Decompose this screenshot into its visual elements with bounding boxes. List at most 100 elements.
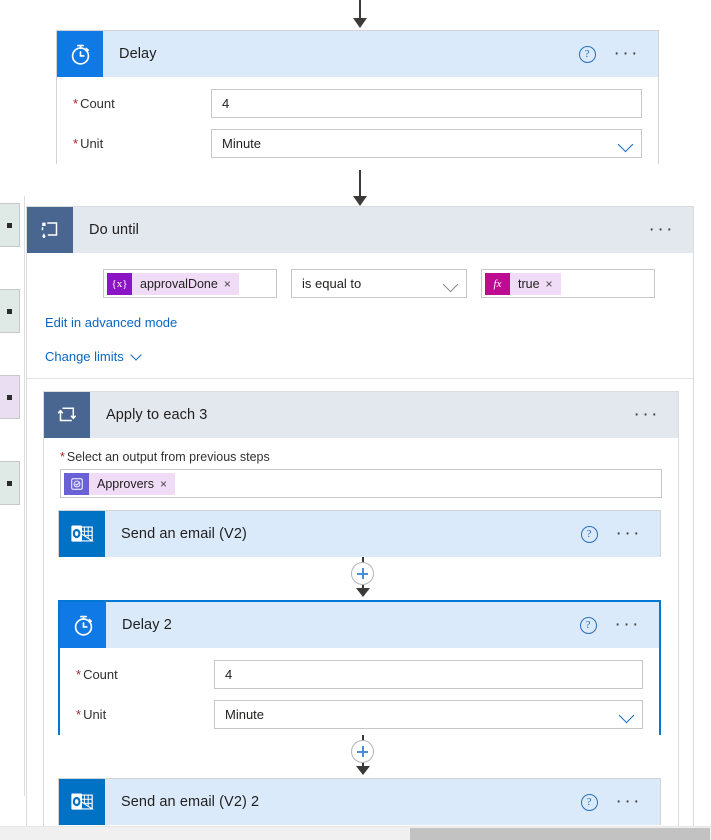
more-menu-icon[interactable]: ··· <box>615 523 642 544</box>
card-header-actions: ? ··· <box>580 523 660 544</box>
offscreen-branch-card-3[interactable] <box>0 375 20 419</box>
label-text: Count <box>80 96 115 111</box>
scope-divider <box>27 378 693 379</box>
horizontal-scrollbar-track[interactable] <box>0 826 711 840</box>
label-text: Count <box>83 667 118 682</box>
help-icon[interactable]: ? <box>580 793 598 811</box>
offscreen-card-dot <box>7 481 12 486</box>
outlook-icon <box>59 511 105 557</box>
connector-stem <box>359 0 361 20</box>
add-step-icon[interactable] <box>351 740 374 763</box>
token-approvaldone[interactable]: {x} approvalDone × <box>107 272 239 295</box>
connector-arrow-into-delay <box>349 0 371 30</box>
card-title-delay-2: Delay 2 <box>122 617 172 633</box>
remove-token-icon[interactable]: × <box>545 276 553 291</box>
add-step-icon[interactable] <box>351 562 374 585</box>
input-count-2[interactable]: 4 <box>214 660 643 689</box>
remove-token-icon[interactable]: × <box>159 476 167 491</box>
connector-arrowhead <box>353 18 367 28</box>
select-unit[interactable]: Minute <box>211 129 642 158</box>
connector-arrowhead <box>356 588 370 597</box>
token-label: approvalDone <box>140 276 218 291</box>
stopwatch-icon <box>57 31 103 77</box>
more-menu-icon[interactable]: ··· <box>633 404 660 425</box>
more-menu-icon[interactable]: ··· <box>648 219 675 240</box>
help-icon[interactable]: ? <box>578 45 596 63</box>
card-header-do-until[interactable]: Do until ··· <box>27 207 693 253</box>
help-icon[interactable]: ? <box>580 525 598 543</box>
token-true[interactable]: fx true × <box>485 272 561 295</box>
action-card-send-email-1[interactable]: Send an email (V2) ? ··· <box>58 510 661 557</box>
connector-stem <box>362 763 364 768</box>
more-menu-icon[interactable]: ··· <box>615 791 642 812</box>
help-icon[interactable]: ? <box>579 616 597 634</box>
connector-stem <box>362 585 364 590</box>
offscreen-branch-card-4[interactable] <box>0 461 20 505</box>
connector-arrowhead <box>353 196 367 206</box>
token-label: Approvers <box>97 476 154 491</box>
scope-card-do-until[interactable]: Do until ··· {x} approvalDone × is equal… <box>26 206 694 840</box>
label-text: Unit <box>83 707 107 722</box>
change-limits-link[interactable]: Change limits <box>45 349 142 364</box>
advanced-mode-row: Edit in advanced mode <box>45 314 675 332</box>
change-limits-row: Change limits <box>45 348 675 366</box>
required-asterisk: * <box>73 136 79 151</box>
condition-left-field[interactable]: {x} approvalDone × <box>103 269 277 298</box>
horizontal-scrollbar-thumb[interactable] <box>410 828 710 840</box>
action-card-delay[interactable]: Delay ? ··· *Count 4 *Unit Minute <box>56 30 659 176</box>
scope-card-apply-to-each[interactable]: Apply to each 3 ··· * Select an output fr… <box>43 391 679 831</box>
card-header-delay[interactable]: Delay ? ··· <box>57 31 658 77</box>
card-header-send-email-2[interactable]: Send an email (V2) 2 ? ··· <box>59 779 660 825</box>
card-header-actions: ? ··· <box>580 791 660 812</box>
field-label-count: *Count <box>73 96 211 111</box>
action-card-delay-2[interactable]: Delay 2 ? ··· *Count 4 *Unit Minute <box>58 600 661 747</box>
more-menu-icon[interactable]: ··· <box>614 614 641 635</box>
card-header-delay-2[interactable]: Delay 2 ? ··· <box>60 602 659 648</box>
field-row-count-2: *Count 4 <box>76 660 643 689</box>
condition-right-field[interactable]: fx true × <box>481 269 655 298</box>
input-count[interactable]: 4 <box>211 89 642 118</box>
card-header-actions: ? ··· <box>579 614 659 635</box>
label-text: Select an output from previous steps <box>66 450 270 464</box>
card-header-send-email-1[interactable]: Send an email (V2) ? ··· <box>59 511 660 557</box>
card-header-actions: ··· <box>633 404 678 425</box>
card-header-actions: ··· <box>648 219 693 240</box>
card-title-send-email-2: Send an email (V2) 2 <box>121 794 260 810</box>
field-row-unit: *Unit Minute <box>73 129 642 158</box>
do-until-loop-icon <box>27 207 73 253</box>
edit-advanced-mode-link[interactable]: Edit in advanced mode <box>45 315 178 330</box>
select-unit-value: Minute <box>222 136 262 151</box>
more-menu-icon[interactable]: ··· <box>613 43 640 64</box>
field-label-count-2: *Count <box>76 667 214 682</box>
card-body-delay: *Count 4 *Unit Minute <box>57 77 658 176</box>
select-unit-2[interactable]: Minute <box>214 700 643 729</box>
offscreen-branch-card-1[interactable] <box>0 203 20 247</box>
action-card-send-email-2[interactable]: Send an email (V2) 2 ? ··· <box>58 778 661 825</box>
field-label-unit-2: *Unit <box>76 707 214 722</box>
condition-row: {x} approvalDone × is equal to fx true × <box>45 269 675 298</box>
output-token-field[interactable]: Approvers × <box>60 469 662 498</box>
label-text: Unit <box>80 136 104 151</box>
variable-badge-icon: {x} <box>107 272 132 295</box>
card-header-apply-to-each[interactable]: Apply to each 3 ··· <box>44 392 678 438</box>
chevron-down-icon <box>442 276 459 293</box>
card-header-actions: ? ··· <box>578 43 658 64</box>
expression-badge-icon: fx <box>485 272 510 295</box>
field-row-unit-2: *Unit Minute <box>76 700 643 729</box>
offscreen-branch-card-2[interactable] <box>0 289 20 333</box>
required-asterisk: * <box>76 667 82 682</box>
change-limits-label: Change limits <box>45 349 124 364</box>
stopwatch-icon <box>60 602 106 648</box>
offscreen-card-dot <box>7 395 12 400</box>
condition-operator-select[interactable]: is equal to <box>291 269 467 298</box>
scope-body-do-until: {x} approvalDone × is equal to fx true × <box>27 253 693 379</box>
offscreen-card-dot <box>7 223 12 228</box>
branch-divider <box>24 196 25 796</box>
token-approvers[interactable]: Approvers × <box>64 472 175 495</box>
remove-token-icon[interactable]: × <box>223 276 231 291</box>
connector-stem <box>362 557 364 563</box>
offscreen-card-dot <box>7 309 12 314</box>
card-body-delay-2: *Count 4 *Unit Minute <box>60 648 659 747</box>
field-row-count: *Count 4 <box>73 89 642 118</box>
